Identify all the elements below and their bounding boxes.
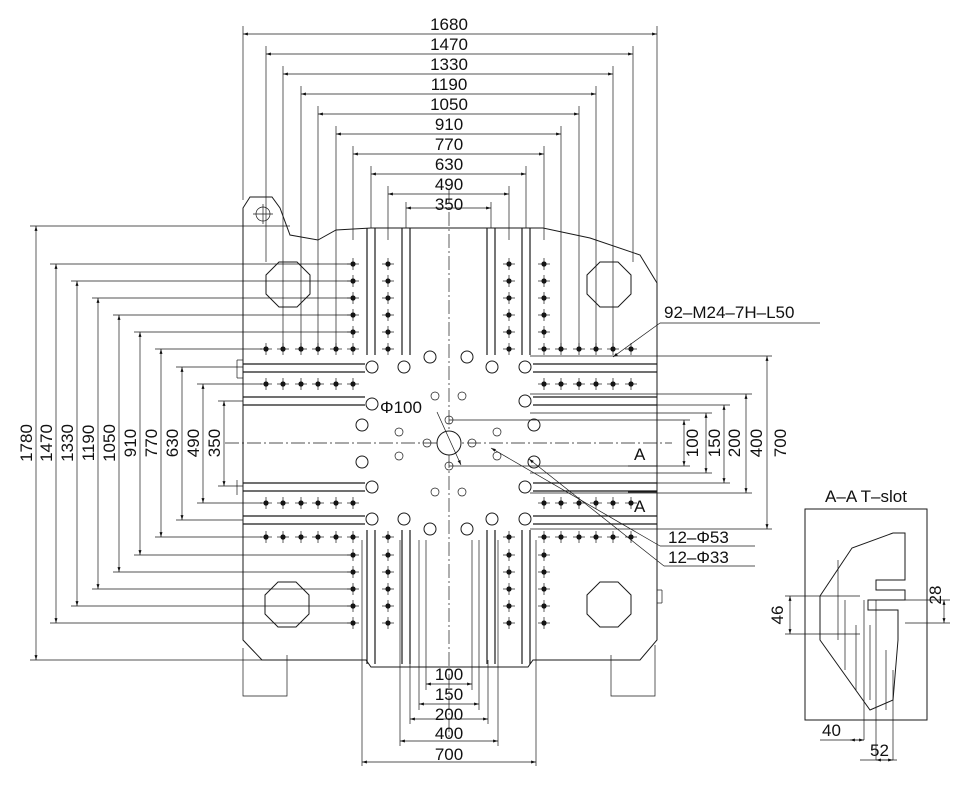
section-dim-40: 40 [822,721,841,740]
left-dim-1190: 1190 [79,425,98,462]
bottom-dim-700: 700 [435,745,463,764]
top-dim-1470: 1470 [430,35,468,54]
top-dim-910: 910 [435,115,463,134]
left-dim-1470: 1470 [37,424,56,462]
center-lines [225,190,672,740]
left-dim-1780: 1780 [17,424,36,462]
center-hole-callout: Φ100 [380,398,422,417]
bottom-dimensions: 100 150 200 400 700 [361,540,537,766]
top-dim-1330: 1330 [430,55,468,74]
left-dimensions: 1780 1470 1330 1190 1050 910 770 630 490… [17,225,350,661]
right-dim-200: 200 [725,429,744,457]
left-dim-910: 910 [121,429,140,457]
callouts: 92–M24–7H–L50 Φ100 12–Φ53 12–Φ33 A A [380,303,820,567]
tie-bar-hole-tl [265,261,311,308]
tie-bar-hole-tr [586,261,632,308]
tie-bar-holes [253,204,632,628]
section-mark-bottom: A [634,497,646,516]
left-dim-490: 490 [184,429,203,457]
center-hole [436,430,462,456]
holes-33-callout: 12–Φ33 [668,548,729,567]
tie-bar-hole-bl [264,581,310,628]
bottom-dim-150: 150 [435,685,463,704]
bottom-dim-400: 400 [435,724,463,743]
holes-53-callout: 12–Φ53 [668,528,729,547]
top-dim-1680: 1680 [430,15,468,34]
tapped-holes [260,258,637,629]
section-title: A–A T–slot [825,487,907,506]
top-dimensions: 1680 1470 1330 1190 1050 910 770 630 490… [242,15,658,350]
section-dim-28: 28 [926,586,945,605]
section-dim-46: 46 [768,606,787,625]
section-mark-top: A [634,445,646,464]
right-dim-400: 400 [747,429,766,457]
top-dim-490: 490 [435,175,463,194]
thread-callout: 92–M24–7H–L50 [664,303,794,322]
bottom-dim-100: 100 [435,665,463,684]
tie-bar-hole-br [586,581,632,628]
t-slots [243,228,657,664]
right-dim-100: 100 [683,429,702,457]
right-dim-150: 150 [705,429,724,457]
section-dim-52: 52 [870,741,889,760]
left-dim-1330: 1330 [58,424,77,462]
left-dim-770: 770 [142,429,161,457]
top-dim-770: 770 [435,135,463,154]
left-dim-1050: 1050 [100,424,119,462]
right-dimensions: 100 150 200 400 700 [449,355,790,530]
top-dim-350: 350 [435,195,463,214]
right-dim-700: 700 [771,429,790,457]
top-dim-1190: 1190 [431,75,468,94]
ejector-holes [355,350,541,536]
t-slot-section: A–A T–slot 28 46 40 52 [768,487,950,762]
bottom-dim-200: 200 [435,705,463,724]
left-dim-630: 630 [163,429,182,457]
top-dim-1050: 1050 [430,95,468,114]
left-dim-350: 350 [205,429,224,457]
top-dim-630: 630 [435,155,463,174]
